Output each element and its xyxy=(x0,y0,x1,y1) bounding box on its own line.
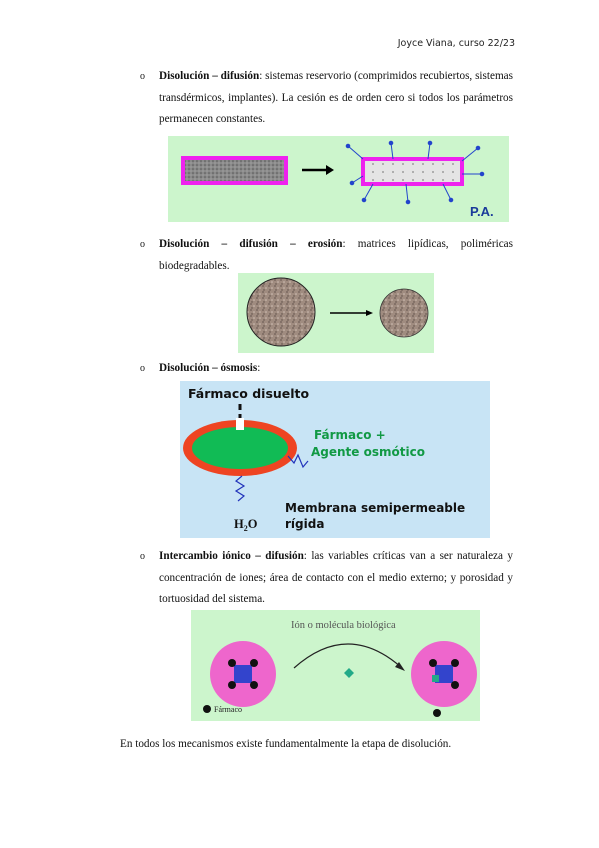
eroded-matrix xyxy=(379,288,429,338)
figure-ion-exchange: Ión o molécula biológica Fármaco xyxy=(191,610,480,721)
arrow-right-icon xyxy=(326,165,334,175)
biological-ion-icon xyxy=(344,668,354,678)
depleted-reservoir xyxy=(361,157,464,186)
solid-reservoir xyxy=(181,156,288,185)
item-title: Disolución – difusión – erosión xyxy=(159,238,343,250)
pa-label: P.A. xyxy=(470,204,494,219)
figure-reservoir-system: P.A. xyxy=(168,136,509,222)
item-body: : xyxy=(257,362,261,374)
bullet-marker: o xyxy=(140,551,145,562)
arrow-right-icon xyxy=(366,310,373,316)
core-label-line2: Agente osmótico xyxy=(311,445,425,459)
water-inflow-icon xyxy=(234,475,246,502)
header-author-course: Joyce Viana, curso 22/23 xyxy=(397,38,515,49)
drug-dissolved-label: Fármaco disuelto xyxy=(188,386,310,401)
water-label: H2O xyxy=(234,517,258,533)
arrow-curved-icon xyxy=(395,662,405,671)
osmotic-core xyxy=(192,427,288,469)
drug-legend-icon xyxy=(203,705,211,713)
item-title: Disolución – ósmosis xyxy=(159,362,258,374)
core-label-line1: Fármaco + xyxy=(314,428,386,442)
intact-matrix xyxy=(246,277,316,347)
bullet-marker: o xyxy=(140,363,145,374)
bullet-marker: o xyxy=(140,71,145,82)
item-title: Disolución – difusión xyxy=(159,70,260,82)
item-intercambio-ionico-difusion: Intercambio iónico – difusión: las varia… xyxy=(159,546,513,611)
figure-osmotic-pump: Fármaco disuelto Fármaco + Agente osmóti… xyxy=(180,381,490,538)
item-body: : sistemas reservorio (comprimidos recub… xyxy=(159,70,513,125)
bullet-marker: o xyxy=(140,239,145,250)
item-disolucion-osmosis: Disolución – ósmosis: xyxy=(159,358,513,380)
conclusion-text: En todos los mecanismos existe fundament… xyxy=(120,738,452,750)
item-body: : matrices lipídicas, poliméricas biodeg… xyxy=(159,238,513,272)
membrane-label-line2: rígida xyxy=(285,517,324,531)
membrane-label-line1: Membrana semipermeable xyxy=(285,501,465,515)
item-body: : las variables críticas van a ser natur… xyxy=(159,550,513,605)
item-disolucion-difusion-erosion: Disolución – difusión – erosión: matrice… xyxy=(159,234,513,277)
resin-bead-right xyxy=(411,641,477,707)
drug-legend-label: Fármaco xyxy=(214,705,242,714)
figure-erosion-matrix xyxy=(238,273,434,353)
item-disolucion-difusion: Disolución – difusión: sistemas reservor… xyxy=(159,66,513,131)
ion-molecule-label: Ión o molécula biológica xyxy=(291,620,396,631)
released-drug-icon xyxy=(433,709,441,717)
item-title: Intercambio iónico – difusión xyxy=(159,550,304,562)
resin-bead-left xyxy=(210,641,276,707)
